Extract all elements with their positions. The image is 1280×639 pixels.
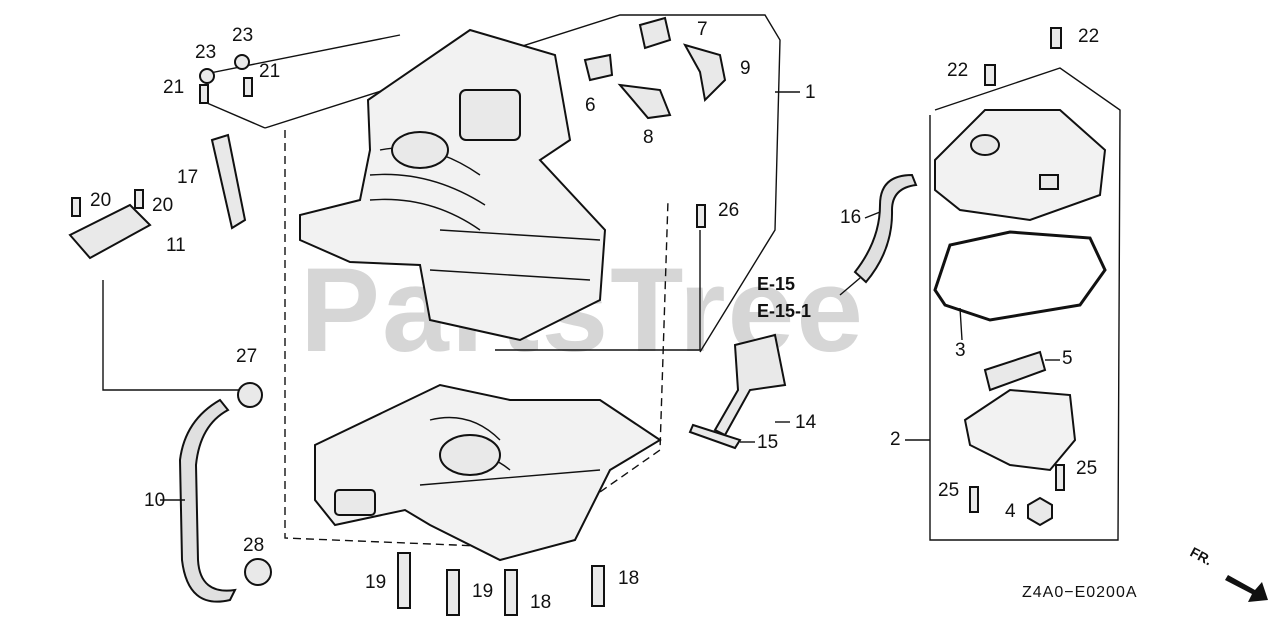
gasket-shape [933,230,1107,322]
callout-2: 2 [890,429,901,450]
callout-8: 8 [643,127,654,148]
part11-shape [68,203,152,260]
group-box-engine-dash [284,130,669,549]
crankcase-shape [314,383,662,562]
callout-22a: 22 [947,60,969,81]
arrow-icon [1225,575,1268,602]
callout-1: 1 [805,82,816,103]
spark-plug-shape [210,133,247,230]
callout-27: 27 [236,346,258,367]
callout-19a: 19 [365,572,387,593]
callout-15: 15 [757,432,779,453]
dipstick-shape [713,333,787,437]
callout-23a: 23 [195,42,217,63]
engine-block-shape [299,28,607,342]
diagram-code: Z4A0−E0200A [1022,584,1138,601]
callout-6: 6 [585,95,596,116]
part2-shape [963,388,1077,472]
callout-20b: 20 [152,195,174,216]
callout-20a: 20 [90,190,112,211]
callout-23b: 23 [232,25,254,46]
group-box-engine [264,14,781,353]
ref-label-e15: E-15 [757,274,796,294]
callout-11: 11 [166,235,186,256]
callout-21b: 21 [259,61,281,82]
head-cover-shape [934,109,1107,222]
callout-18a: 18 [530,592,552,613]
hose10-shape [178,398,237,603]
callout-17: 17 [177,167,199,188]
callout-9: 9 [740,58,751,79]
callout-7: 7 [697,19,708,40]
callout-25a: 25 [938,480,960,501]
callout-21a: 21 [163,77,185,98]
hose16-shape [853,173,918,284]
callout-16: 16 [840,207,862,228]
group-box-cover [929,67,1121,541]
callout-26: 26 [718,200,740,221]
callout-25b: 25 [1076,458,1098,479]
callout-10: 10 [144,490,166,511]
callout-19b: 19 [472,581,494,602]
callout-22b: 22 [1078,26,1100,47]
callout-14: 14 [795,412,817,433]
callout-28: 28 [243,535,265,556]
part5-shape [983,350,1047,392]
callout-5: 5 [1062,348,1073,369]
ref-label-e15-1: E-15-1 [757,301,812,321]
callout-3: 3 [955,340,966,361]
callout-4: 4 [1005,501,1016,522]
callout-18b: 18 [618,568,640,589]
